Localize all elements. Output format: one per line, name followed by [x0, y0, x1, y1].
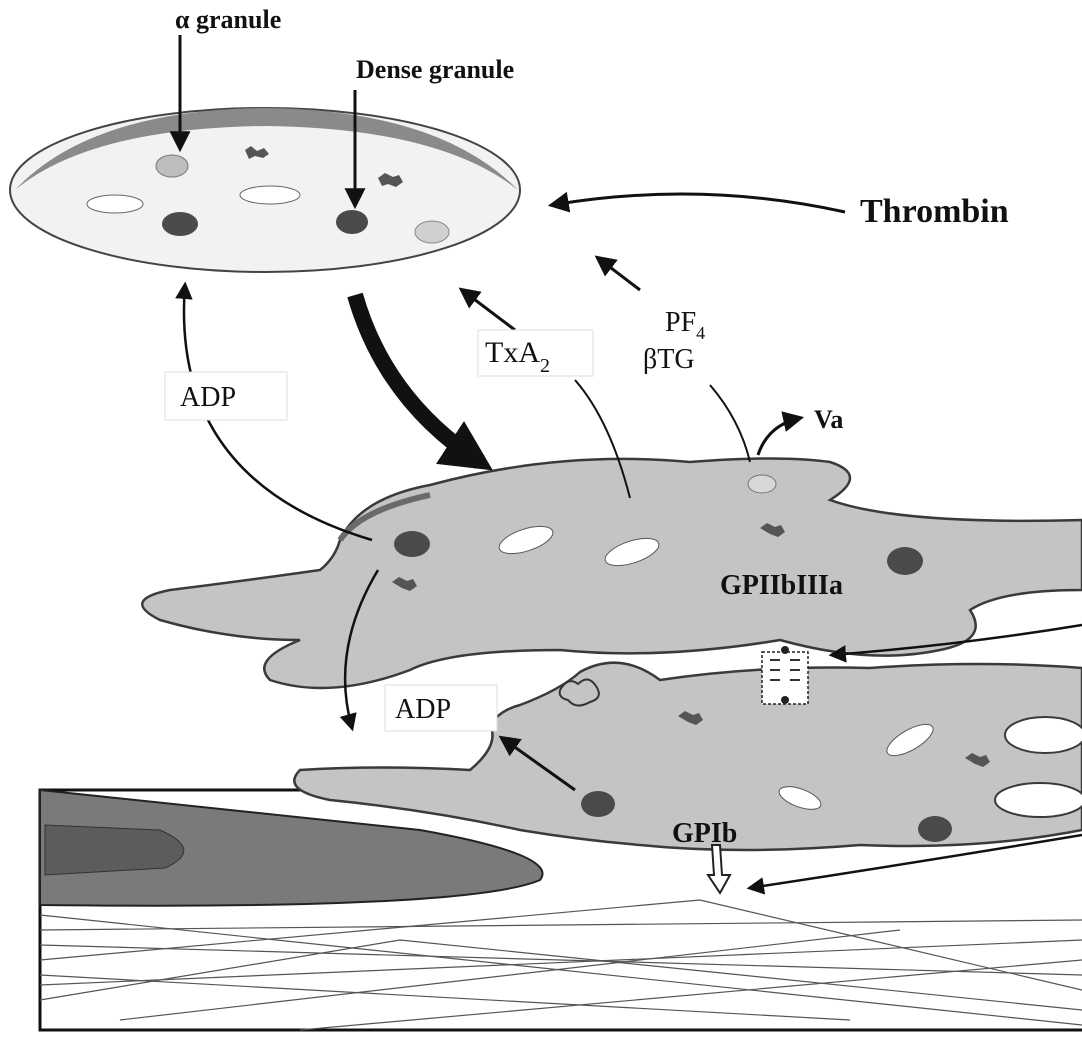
- va-arrow: [758, 418, 800, 455]
- txa2-arrow: [462, 290, 515, 330]
- pf4-arrow-curve: [710, 385, 750, 462]
- dense-granule-label: Dense granule: [356, 55, 514, 84]
- alpha-granule: [415, 221, 449, 243]
- alpha-granule-label: α granule: [175, 5, 281, 34]
- dense-granule: [918, 816, 952, 842]
- dense-granule: [162, 212, 198, 236]
- va-label: Va: [814, 405, 843, 434]
- pf4-main: PF: [665, 307, 696, 338]
- thrombin-label: Thrombin: [860, 193, 1009, 230]
- subendothelial-deposit: [45, 825, 184, 875]
- pf4-arrow: [598, 258, 640, 290]
- txa2-main: TxA: [485, 336, 540, 369]
- activation-arrow: [355, 295, 480, 462]
- gpib-label: GPIb: [672, 818, 737, 849]
- vacuole: [748, 475, 776, 493]
- mitochondrion: [87, 195, 143, 213]
- txa2-subscript: 2: [540, 355, 550, 377]
- mitochondrion: [240, 186, 300, 204]
- gpiibiiia-receptor-bridge: [762, 646, 808, 704]
- dense-granule-marker: [336, 210, 368, 234]
- gpiibiiia-label: GPIIbIIIa: [720, 570, 843, 601]
- adp-upper-label: ADP: [180, 382, 236, 413]
- pseudopod-hole: [1005, 717, 1082, 753]
- resting-platelet: [10, 108, 520, 272]
- thrombin-arrow: [552, 194, 845, 212]
- dense-granule: [394, 531, 430, 557]
- alpha-granule-marker: [156, 155, 188, 177]
- dense-granule: [887, 547, 923, 575]
- adp-lower-label: ADP: [395, 694, 451, 725]
- pf4-label: PF4: [665, 307, 705, 343]
- dense-granule: [581, 791, 615, 817]
- btg-label: βTG: [643, 344, 695, 375]
- activated-platelet-upper: [142, 459, 1082, 689]
- pf4-subscript: 4: [696, 323, 705, 343]
- pseudopod-hole: [995, 783, 1082, 817]
